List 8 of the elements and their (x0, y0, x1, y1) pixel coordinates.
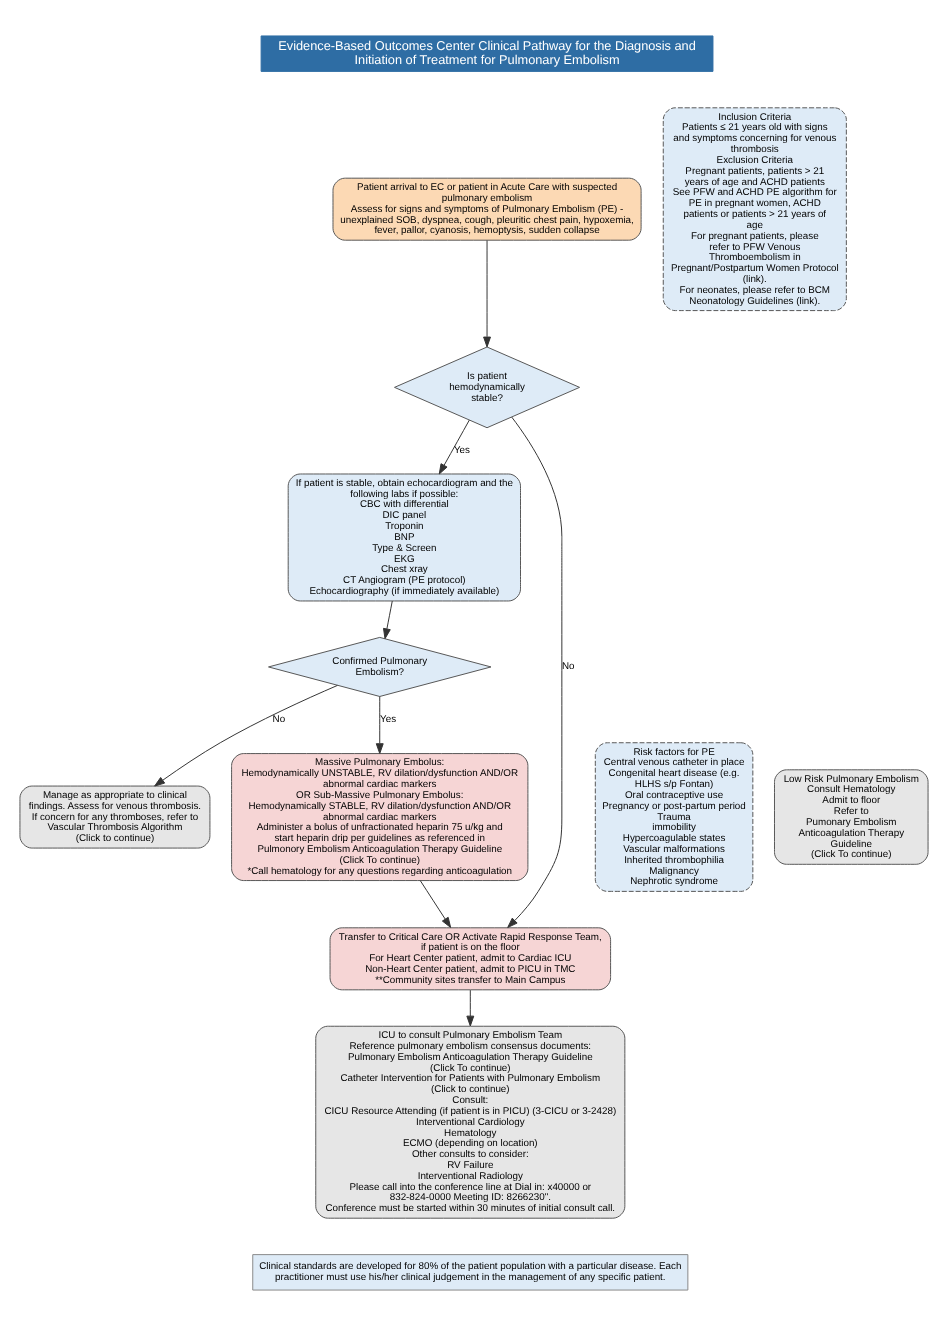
arrow (483, 239, 491, 347)
arrow (438, 418, 470, 474)
arrow (466, 988, 475, 1026)
arrow (507, 415, 563, 927)
arrow (375, 695, 384, 754)
arrow (383, 599, 393, 639)
arrow (154, 683, 338, 786)
arrow (419, 879, 452, 927)
